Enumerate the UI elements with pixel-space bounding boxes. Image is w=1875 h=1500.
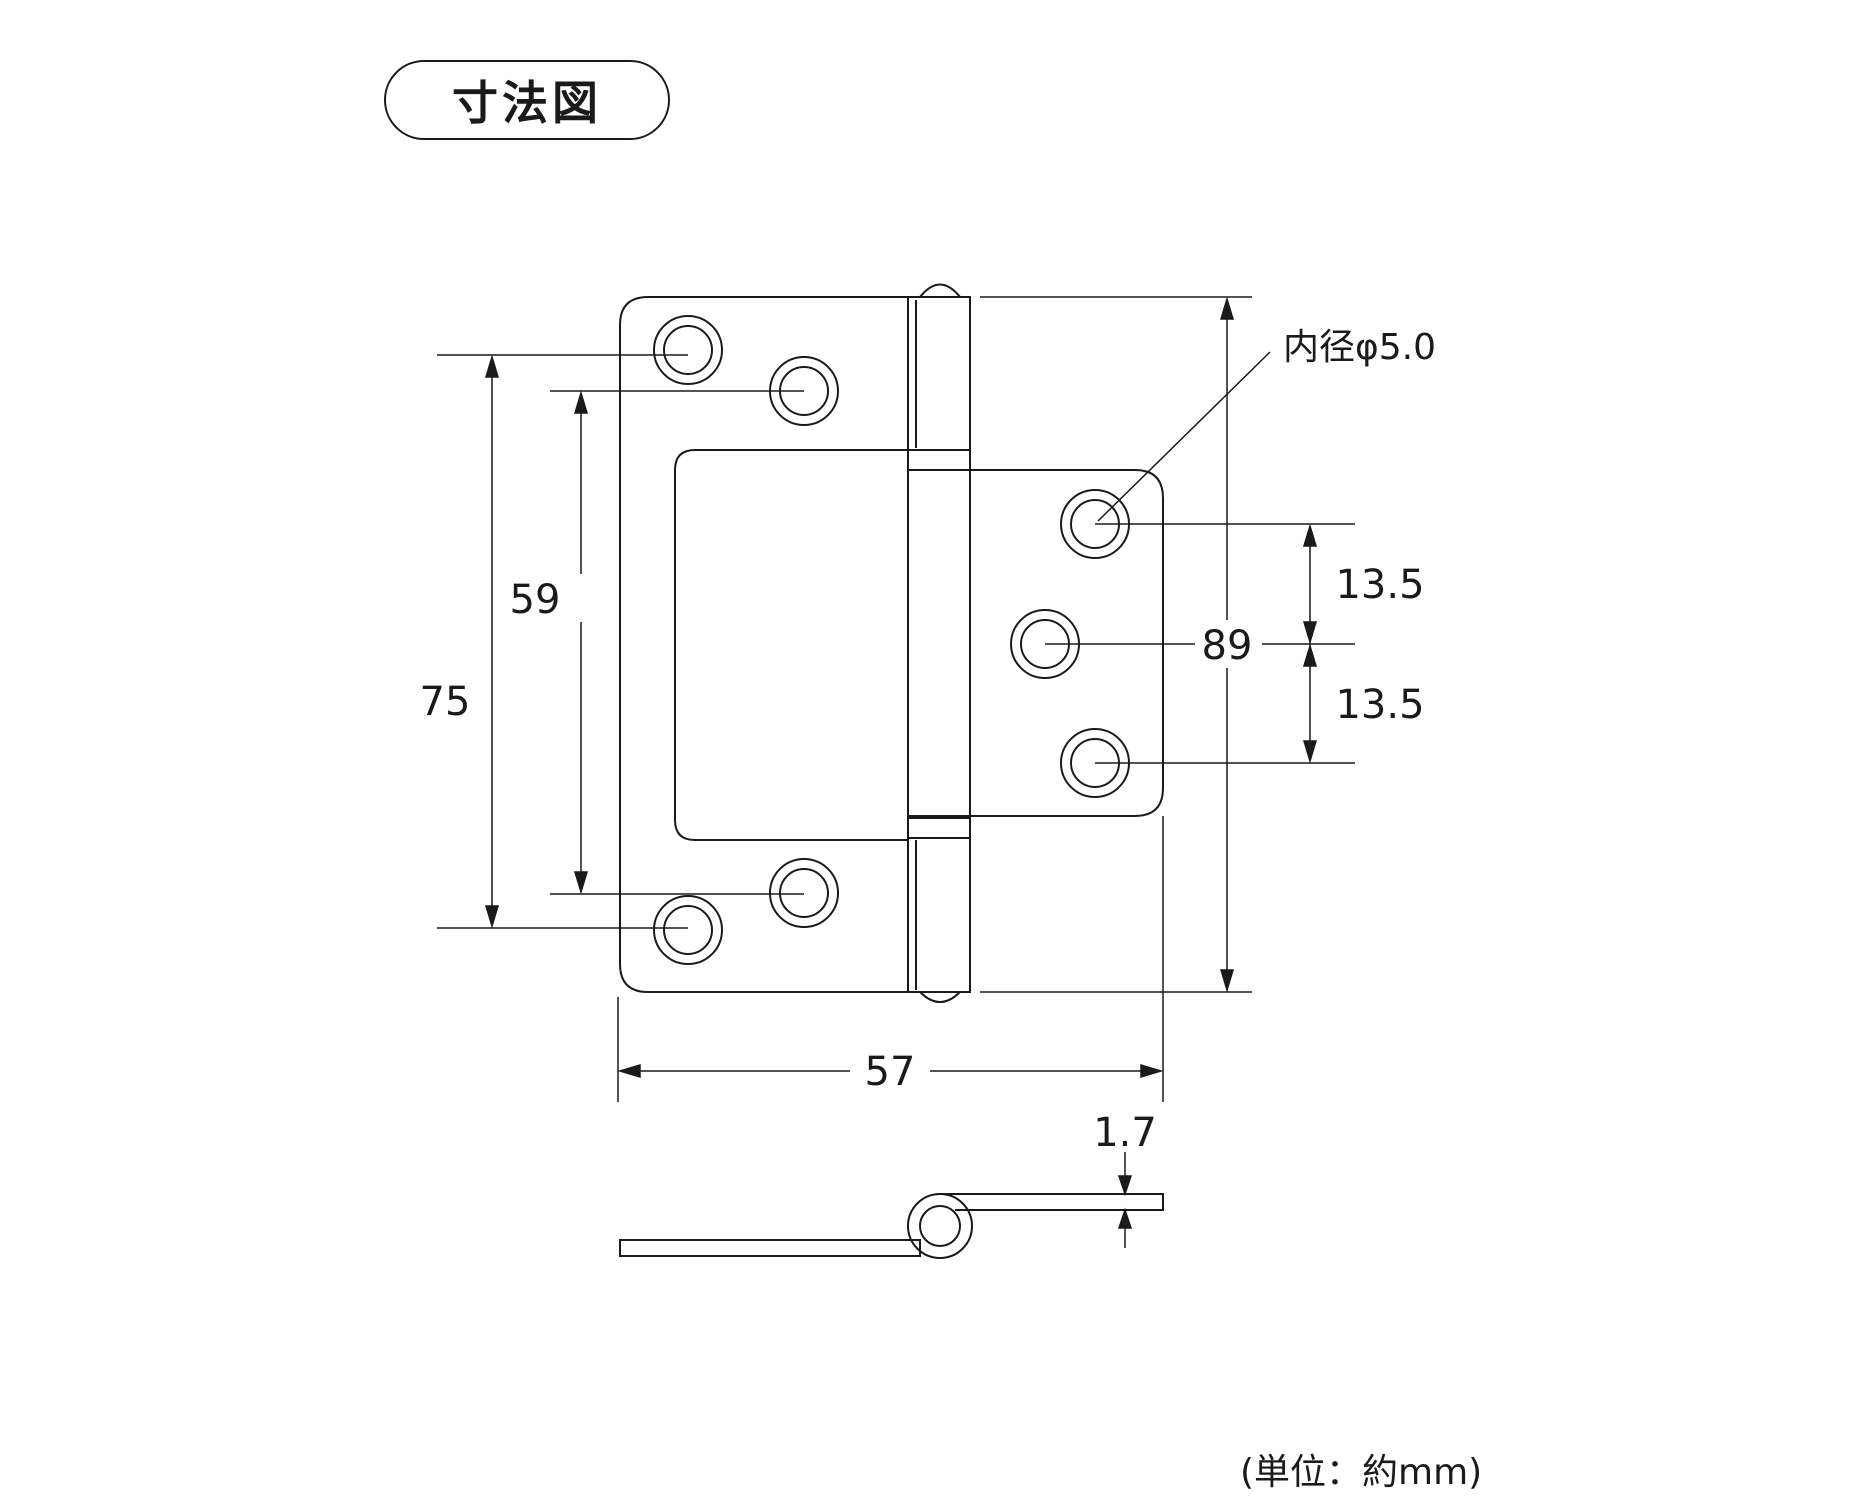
screw-holes	[653, 315, 1130, 965]
side-leaf-lower	[619, 1239, 921, 1257]
screw-hole	[653, 315, 723, 385]
side-knuckle	[907, 1193, 973, 1259]
dimension-13-5-upper: 13.5	[1335, 562, 1424, 608]
dimension-13-5-lower: 13.5	[1335, 682, 1424, 728]
hole-diameter-label: 内径φ5.0	[1283, 327, 1436, 368]
side-leaf-upper	[940, 1193, 1164, 1211]
dimension-89: 89	[1202, 623, 1253, 669]
page-title: 寸法図	[384, 60, 670, 140]
dimension-lines	[437, 296, 1355, 1248]
side-pin	[919, 1205, 961, 1247]
screw-hole-inner	[663, 905, 713, 955]
screw-hole-inner	[663, 325, 713, 375]
left-leaf	[619, 296, 909, 993]
screw-hole-inner	[779, 868, 829, 918]
unit-note: (単位：約mm)	[1240, 1452, 1483, 1493]
hinge-side-view	[619, 1193, 1164, 1259]
left-leaf-cutout	[674, 449, 909, 841]
pin-cap-top	[919, 283, 961, 298]
dimension-59: 59	[510, 577, 561, 623]
dimension-57: 57	[865, 1049, 916, 1095]
screw-hole	[653, 895, 723, 965]
screw-hole	[769, 858, 839, 928]
right-leaf	[907, 469, 1164, 817]
hinge-front-view	[619, 283, 1164, 1003]
dimension-1-7: 1.7	[1093, 1110, 1157, 1156]
dimension-75: 75	[420, 679, 471, 725]
pin-cap-bottom	[919, 991, 961, 1003]
knuckle	[907, 296, 971, 993]
